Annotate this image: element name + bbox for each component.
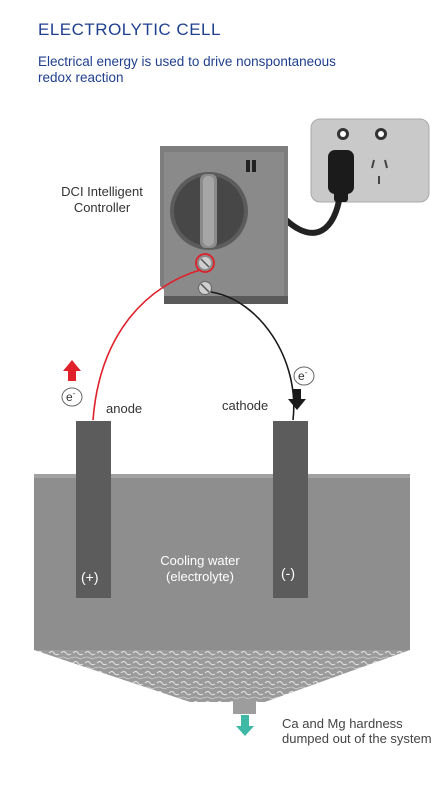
electron-charge: - xyxy=(72,389,76,398)
anode-label: anode xyxy=(106,401,143,416)
electrolyte-label: Cooling water (electrolyte) xyxy=(160,553,240,584)
dial-knob-icon[interactable] xyxy=(170,172,248,250)
electron-symbol-cathode: e- xyxy=(298,368,307,383)
page-subtitle: Electrical energy is used to drive nonsp… xyxy=(38,54,336,85)
electron-charge: - xyxy=(304,368,308,377)
electron-symbol: e xyxy=(298,369,305,383)
anode-sign: (+) xyxy=(81,569,99,585)
cathode-electrode xyxy=(273,421,308,598)
plug-icon xyxy=(283,150,354,236)
anode-electrode xyxy=(76,421,111,598)
electron-symbol-anode: e- xyxy=(66,389,75,404)
cathode-sign: (-) xyxy=(281,565,295,581)
anode-terminal[interactable] xyxy=(195,253,215,273)
page-title: ELECTROLYTIC CELL xyxy=(38,20,221,39)
cathode-label: cathode xyxy=(222,398,269,413)
controller-label: DCI Intelligent Controller xyxy=(61,184,143,215)
cathode-terminal[interactable] xyxy=(198,281,212,295)
electron-symbol: e xyxy=(66,390,73,404)
arrow-down-icon xyxy=(288,389,306,410)
dump-arrow-icon xyxy=(236,715,254,736)
anode-wire xyxy=(92,269,201,421)
cell-tank xyxy=(34,474,410,702)
outlet-pipe xyxy=(233,699,256,714)
arrow-up-icon xyxy=(63,360,81,381)
electron-badge-cathode xyxy=(293,366,315,386)
electron-badge-anode xyxy=(61,387,83,407)
dump-label: Ca and Mg hardness dumped out of the sys… xyxy=(282,716,432,746)
